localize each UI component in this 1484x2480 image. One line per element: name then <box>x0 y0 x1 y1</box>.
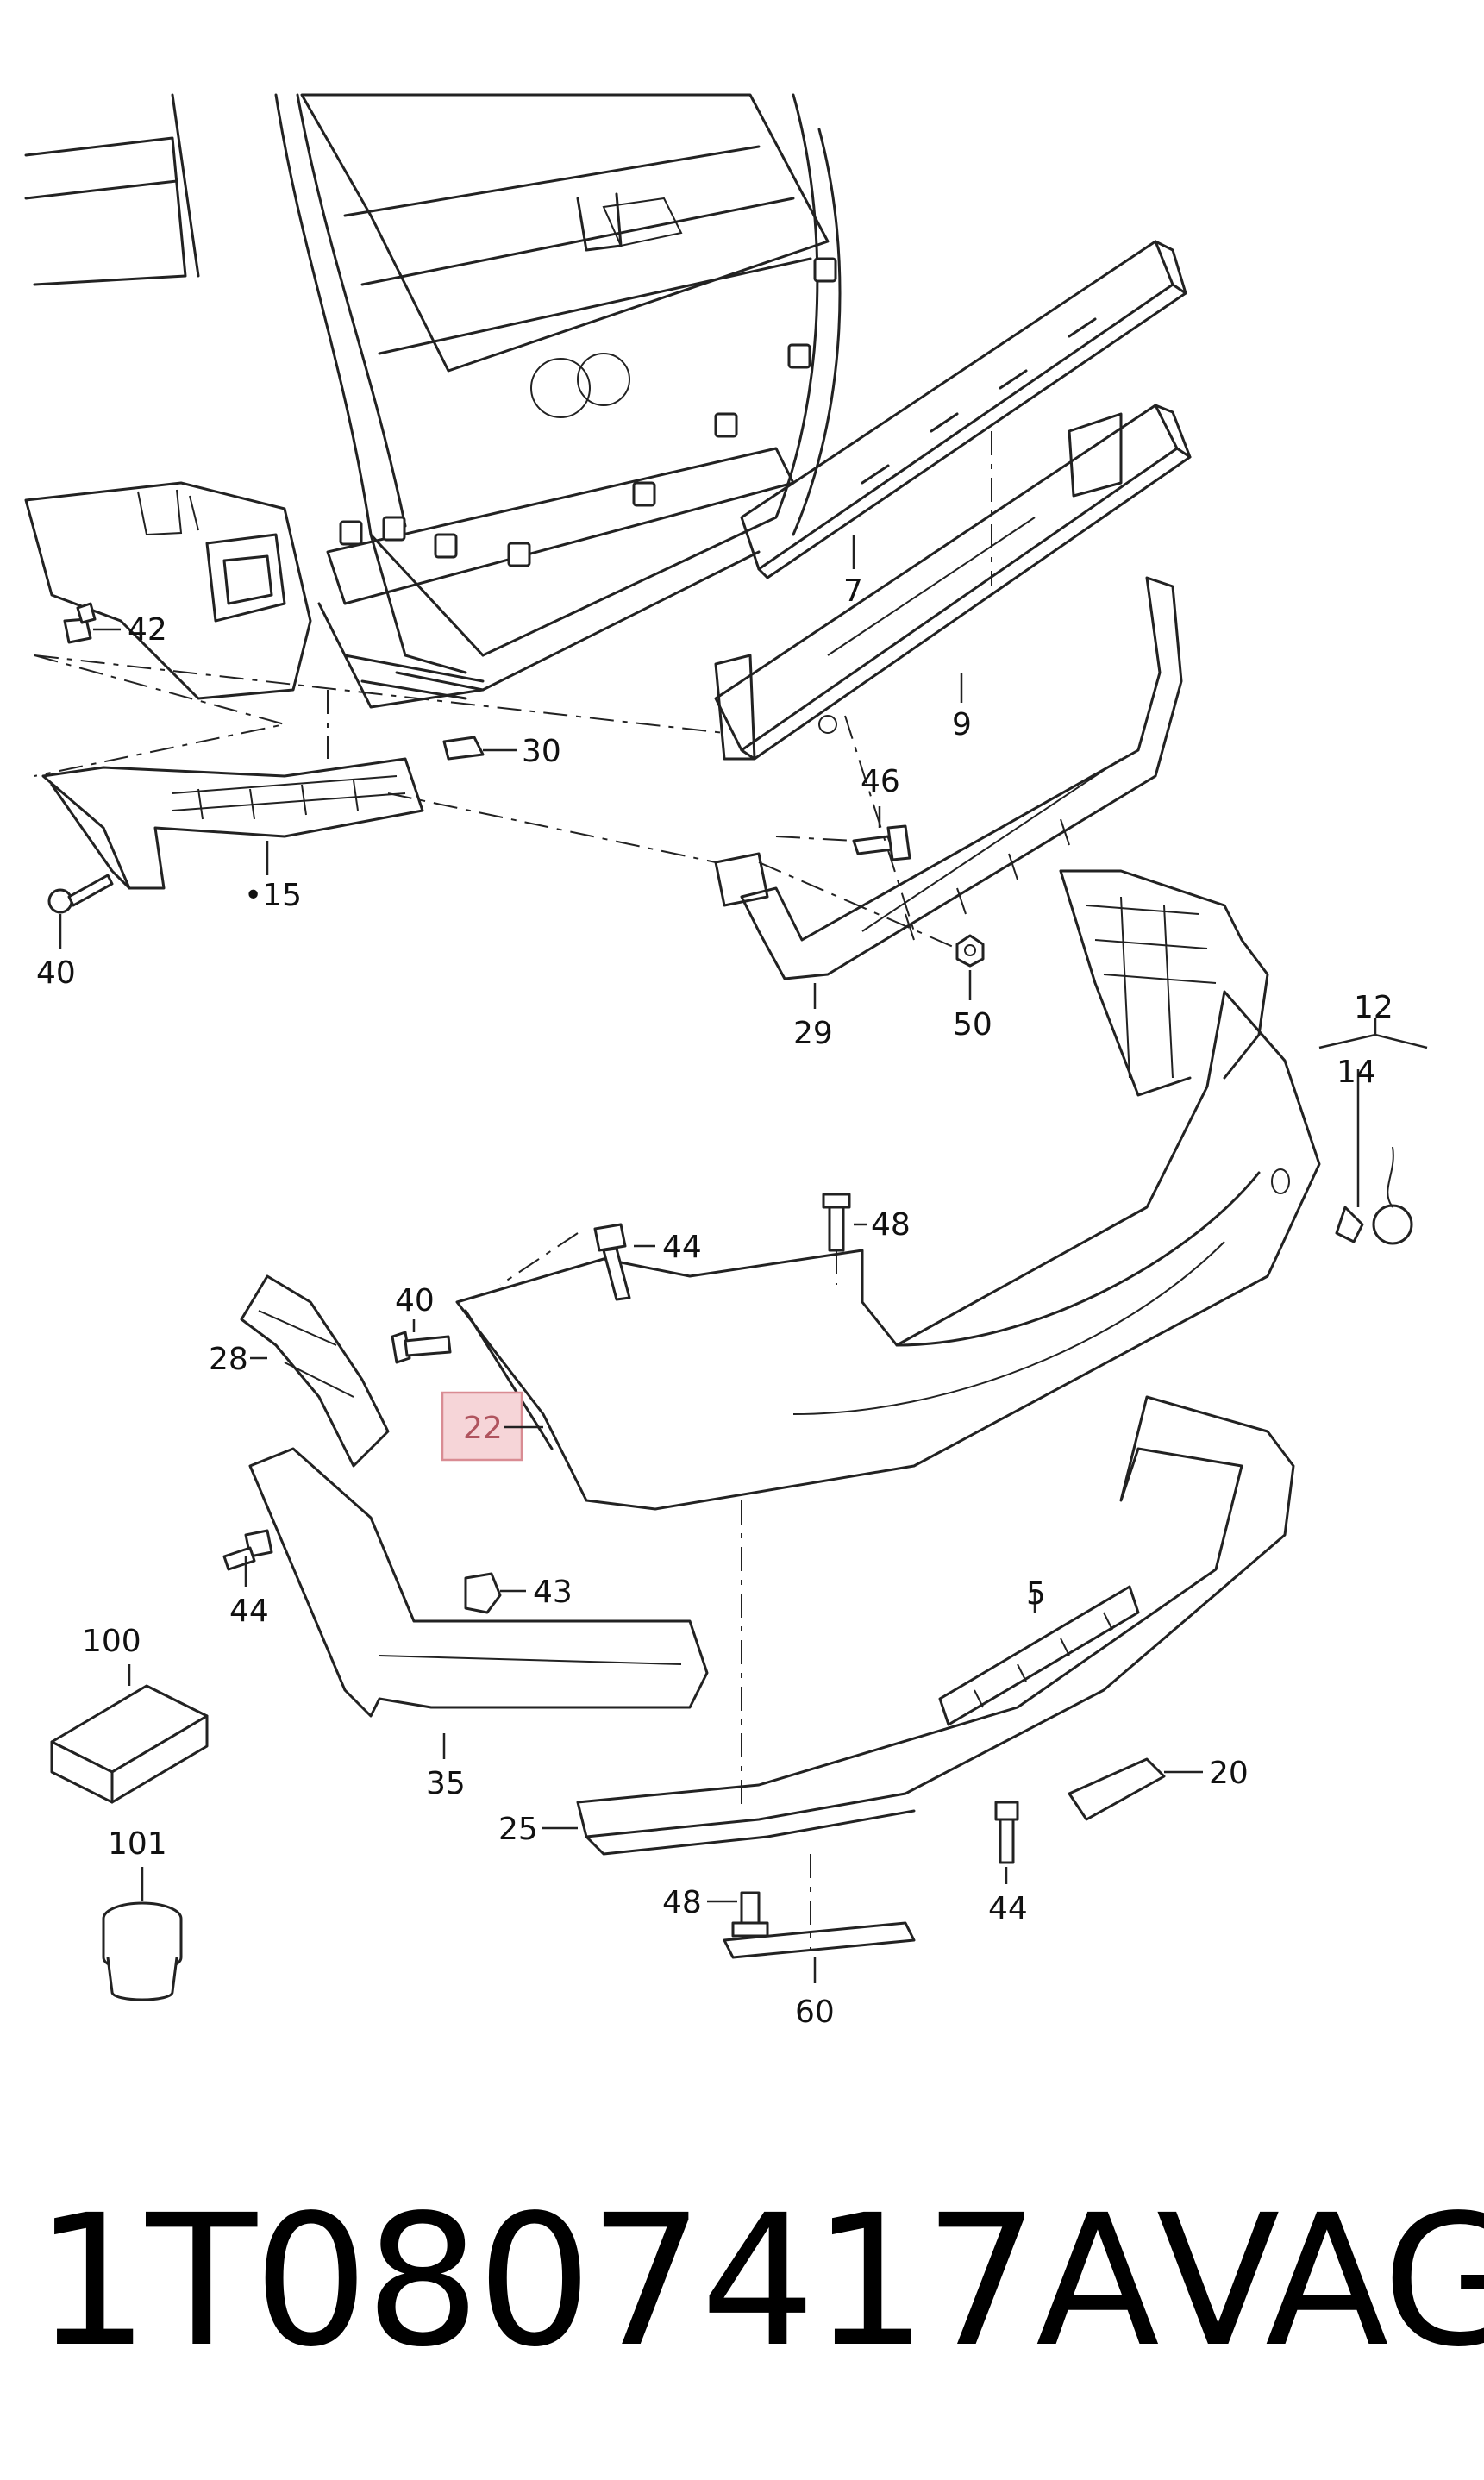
part-number: 1T0807417A <box>34 2175 1160 2387</box>
part-101-cap <box>102 1901 183 2001</box>
part-5-lower-bracket <box>938 1585 1140 1726</box>
label-9: 9 <box>952 707 972 742</box>
label-30: 30 <box>522 734 561 769</box>
part-15-side-bracket <box>41 757 424 890</box>
label-25: 25 <box>498 1812 538 1847</box>
fasteners <box>47 602 1019 1938</box>
part-12-tow-cover <box>1318 1018 1428 1245</box>
label-44-left: 44 <box>229 1594 269 1629</box>
label-22: 22 <box>463 1411 503 1446</box>
label-14: 14 <box>1337 1055 1376 1090</box>
part-9-bumper-carrier <box>714 404 1192 761</box>
part-28-side-guide <box>240 1274 390 1468</box>
label-29: 29 <box>793 1016 833 1051</box>
label-40-top: 40 <box>36 955 76 991</box>
part-20-reflector <box>1068 1757 1166 1821</box>
alignment-lines <box>34 431 992 1949</box>
label-60: 60 <box>795 1995 835 2030</box>
parts-diagram: 7 9 12 14 •15 42 40 30 46 29 50 44 48 40… <box>24 93 1428 2030</box>
label-15: •15 <box>244 878 302 913</box>
label-28: 28 <box>209 1342 248 1377</box>
label-42: 42 <box>128 612 167 648</box>
brand-name: VAG <box>1155 2175 1484 2387</box>
label-40-mid: 40 <box>395 1283 435 1318</box>
label-35: 35 <box>426 1766 466 1801</box>
label-50: 50 <box>953 1007 992 1043</box>
label-44-bottom: 44 <box>988 1891 1028 1926</box>
label-20: 20 <box>1209 1756 1249 1791</box>
label-100: 100 <box>82 1624 141 1659</box>
part-7-impact-absorber <box>740 240 1187 579</box>
part-60-lower-strip <box>723 1921 916 1959</box>
label-48-top: 48 <box>871 1207 911 1243</box>
part-labels: 7 9 12 14 •15 42 40 30 46 29 50 44 48 40… <box>36 573 1393 2030</box>
label-22-highlight <box>441 1391 523 1462</box>
part-22-bumper-cover <box>455 869 1321 1511</box>
label-7: 7 <box>843 573 863 609</box>
label-48-bottom: 48 <box>662 1885 702 1920</box>
label-46: 46 <box>861 764 900 799</box>
part-caption: 1T0807417A VAG <box>34 2169 1484 2393</box>
label-12: 12 <box>1354 990 1393 1025</box>
label-43: 43 <box>533 1575 573 1610</box>
part-25-lower-spoiler <box>576 1395 1295 1856</box>
label-44-top: 44 <box>662 1230 702 1265</box>
part-35-lower-trim <box>248 1447 709 1718</box>
label-101: 101 <box>108 1826 167 1862</box>
part-100-adhesive-pad <box>50 1684 209 1804</box>
leader-lines <box>59 535 1360 1983</box>
part-29-guide-profile <box>714 576 1183 980</box>
label-5: 5 <box>1026 1576 1046 1612</box>
